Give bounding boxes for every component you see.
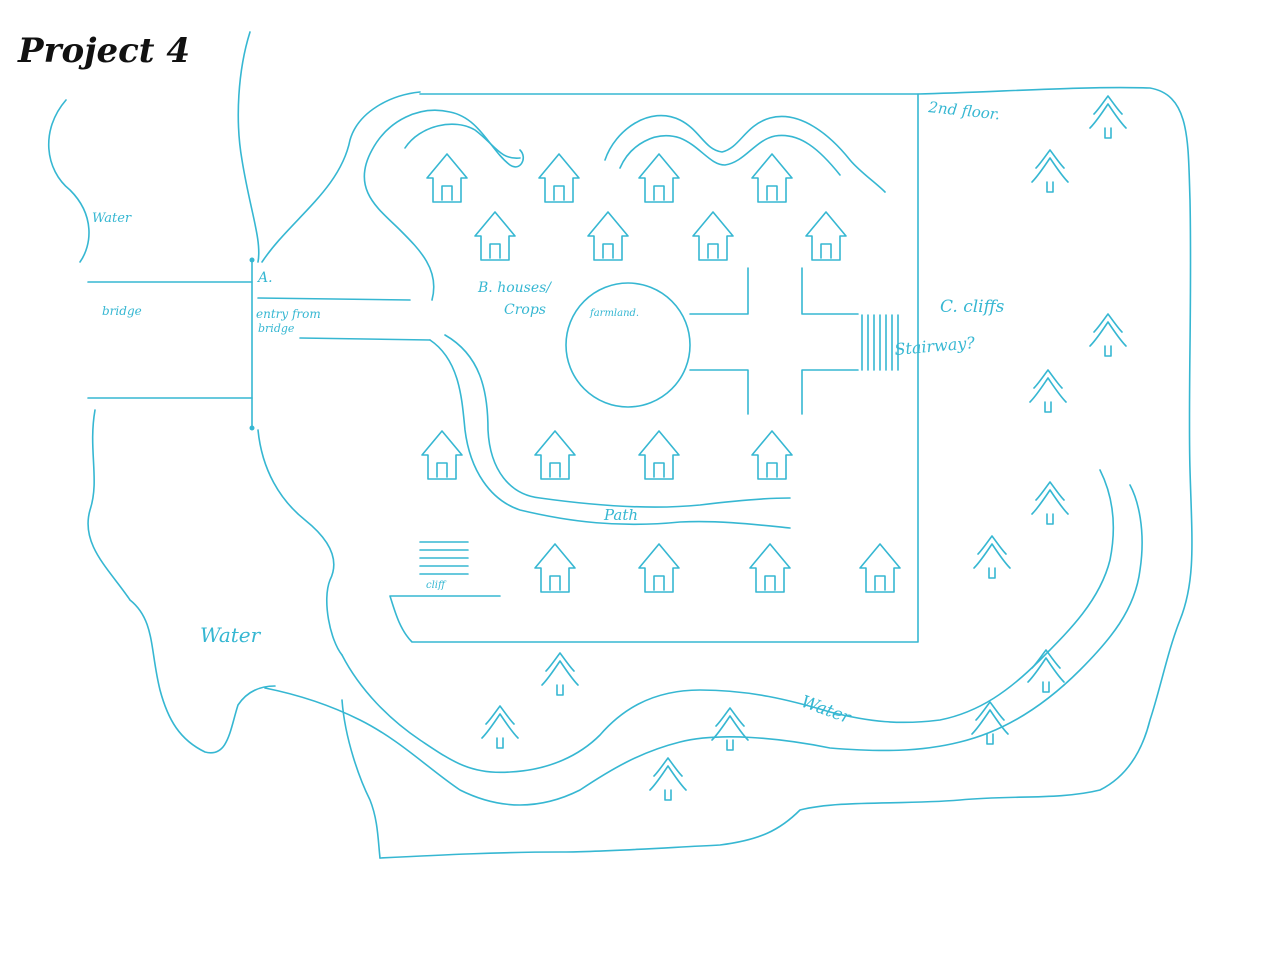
plateau-boundary	[389, 93, 919, 643]
trees	[481, 95, 1127, 801]
river-bank-upper	[237, 31, 260, 263]
house-icon	[421, 430, 463, 480]
pine-tree-icon	[1029, 369, 1067, 413]
label-second-floor: 2nd floor.	[927, 98, 1001, 124]
house-icon	[534, 430, 576, 480]
pine-tree-icon	[1089, 95, 1127, 139]
label-point-a: A.	[256, 270, 273, 286]
pine-tree-icon	[541, 652, 579, 696]
house-icon	[638, 430, 680, 480]
pine-tree-icon	[649, 757, 687, 801]
pine-tree-icon	[481, 705, 519, 749]
house-icon	[638, 153, 680, 203]
upper-wave-shore	[604, 114, 886, 193]
farmland-circle	[565, 282, 691, 408]
water-shore-top-left	[47, 99, 90, 263]
pine-tree-icon	[971, 701, 1009, 745]
house-icon	[638, 543, 680, 593]
upper-wave-shore-inner	[619, 134, 841, 176]
label-bridge: bridge	[102, 304, 142, 318]
cross-path	[689, 267, 859, 415]
label-farmland: farmland.	[589, 308, 639, 319]
stairway	[861, 314, 899, 371]
house-icon	[692, 211, 734, 261]
house-icon	[426, 153, 468, 203]
river-left-bank	[341, 699, 381, 859]
label-b-houses: B. houses/	[477, 280, 552, 296]
pine-tree-icon	[711, 707, 749, 751]
upper-inner-shore	[404, 123, 521, 159]
label-water-river: Water	[798, 692, 854, 729]
cliff-stairs	[419, 541, 469, 575]
outer-shore-loop	[261, 91, 421, 263]
label-cliff: cliff	[426, 580, 447, 591]
houses	[421, 153, 901, 593]
label-entry-from: entry from	[256, 307, 321, 321]
label-water-bottom-left: Water	[200, 623, 262, 647]
map-title: Project 4	[17, 31, 190, 71]
house-icon	[751, 153, 793, 203]
house-icon	[534, 543, 576, 593]
label-path: Path	[603, 506, 638, 524]
path-inner	[444, 334, 791, 508]
path-outer	[429, 339, 791, 529]
house-icon	[859, 543, 901, 593]
water-shore-lower-left	[87, 409, 276, 754]
label-crops: Crops	[504, 302, 546, 318]
house-icon	[749, 543, 791, 593]
label-entry-bridge: bridge	[258, 322, 295, 335]
entry-path-top	[257, 297, 411, 301]
inner-shore-loop	[363, 109, 525, 301]
pine-tree-icon	[973, 535, 1011, 579]
cliffs-boundary	[379, 86, 1193, 859]
pine-tree-icon	[1089, 313, 1127, 357]
river-lower-inner	[264, 484, 1143, 806]
river-bank-mid	[257, 429, 343, 656]
house-icon	[587, 211, 629, 261]
pine-tree-icon	[1031, 149, 1069, 193]
pine-tree-icon	[1027, 649, 1065, 693]
entry-path-bottom	[299, 337, 431, 341]
label-stairway: Stairway?	[894, 333, 976, 359]
pine-tree-icon	[1031, 481, 1069, 525]
river-lower-outer	[341, 469, 1115, 774]
house-icon	[751, 430, 793, 480]
label-water-top-left: Water	[92, 211, 132, 226]
house-icon	[538, 153, 580, 203]
bridge	[87, 257, 255, 431]
label-c-cliffs: C. cliffs	[940, 297, 1005, 317]
house-icon	[474, 211, 516, 261]
house-icon	[805, 211, 847, 261]
